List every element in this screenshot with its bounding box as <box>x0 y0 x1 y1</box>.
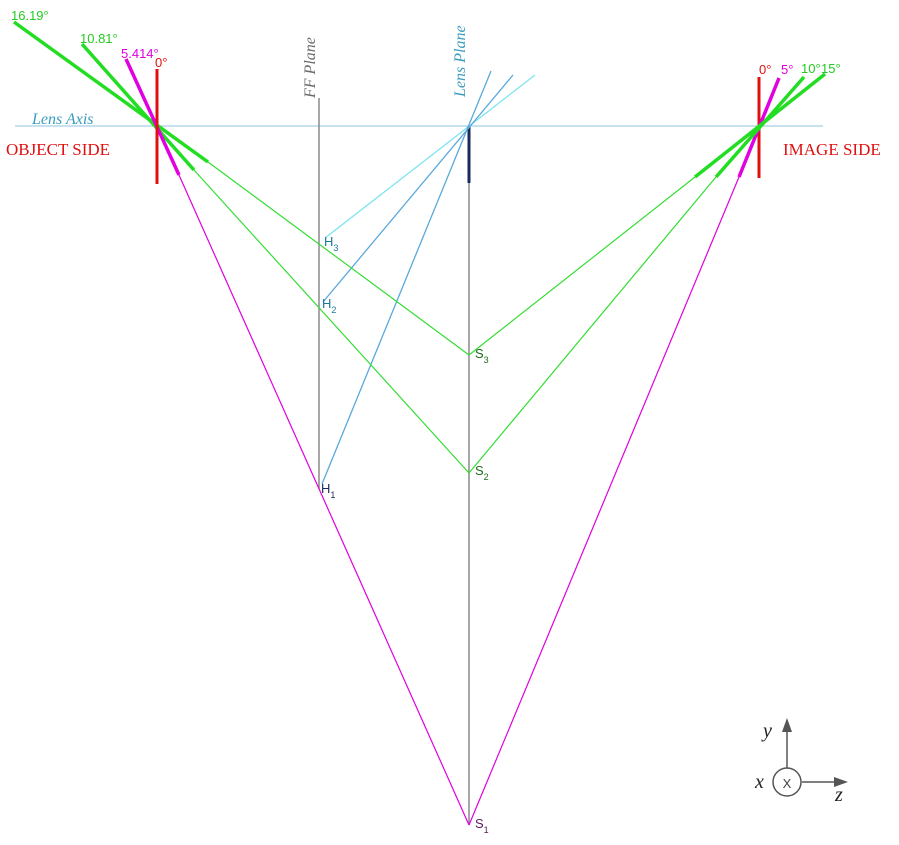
point-h2: H2 <box>322 296 336 315</box>
object-angle-label-1: 16.19° <box>11 8 49 23</box>
ray-h2 <box>322 74 514 303</box>
point-s1: S1 <box>475 816 489 835</box>
object-angle-label-2: 10.81° <box>80 31 118 46</box>
image-angle-label-4: 15° <box>821 61 841 76</box>
object-side-label: OBJECT SIDE <box>6 140 110 159</box>
magenta-ray-object <box>178 174 470 826</box>
point-s2: S2 <box>475 463 489 482</box>
object-angle-label-4: 0° <box>155 55 167 70</box>
object-plane-16deg <box>12 20 210 164</box>
magenta-ray-image <box>468 176 740 826</box>
lens-axis-label: Lens Axis <box>31 111 93 128</box>
green-ray-image-1 <box>468 176 696 356</box>
ray-h1 <box>321 70 492 485</box>
image-angle-label-2: 5° <box>781 62 793 77</box>
point-h1: H1 <box>321 481 335 500</box>
x-axis-circle <box>772 767 802 797</box>
x-axis-label: x <box>754 771 764 793</box>
coordinate-axes: X y z x <box>754 718 848 806</box>
image-angle-label-3: 10° <box>801 61 821 76</box>
ff-plane-label: FF Plane <box>302 37 319 99</box>
y-axis-label: y <box>761 720 772 742</box>
ray-h3 <box>324 74 536 239</box>
y-arrow-head <box>782 718 792 732</box>
point-s3: S3 <box>475 346 489 365</box>
x-into-page-mark: X <box>783 776 792 791</box>
z-axis-label: z <box>834 784 843 806</box>
z-arrow-head <box>834 777 848 787</box>
object-plane-10deg <box>80 42 196 172</box>
point-h3: H3 <box>324 234 338 253</box>
green-ray-object-2 <box>193 169 470 474</box>
image-side-label: IMAGE SIDE <box>783 140 881 159</box>
image-plane-15deg <box>693 72 827 179</box>
green-ray-object-1 <box>207 161 470 356</box>
lens-plane-label: Lens Plane <box>452 25 469 98</box>
object-angle-label-3: 5.414° <box>121 46 159 61</box>
green-ray-image-2 <box>468 176 717 474</box>
object-plane-5deg <box>124 58 181 176</box>
image-angle-label-1: 0° <box>759 62 771 77</box>
